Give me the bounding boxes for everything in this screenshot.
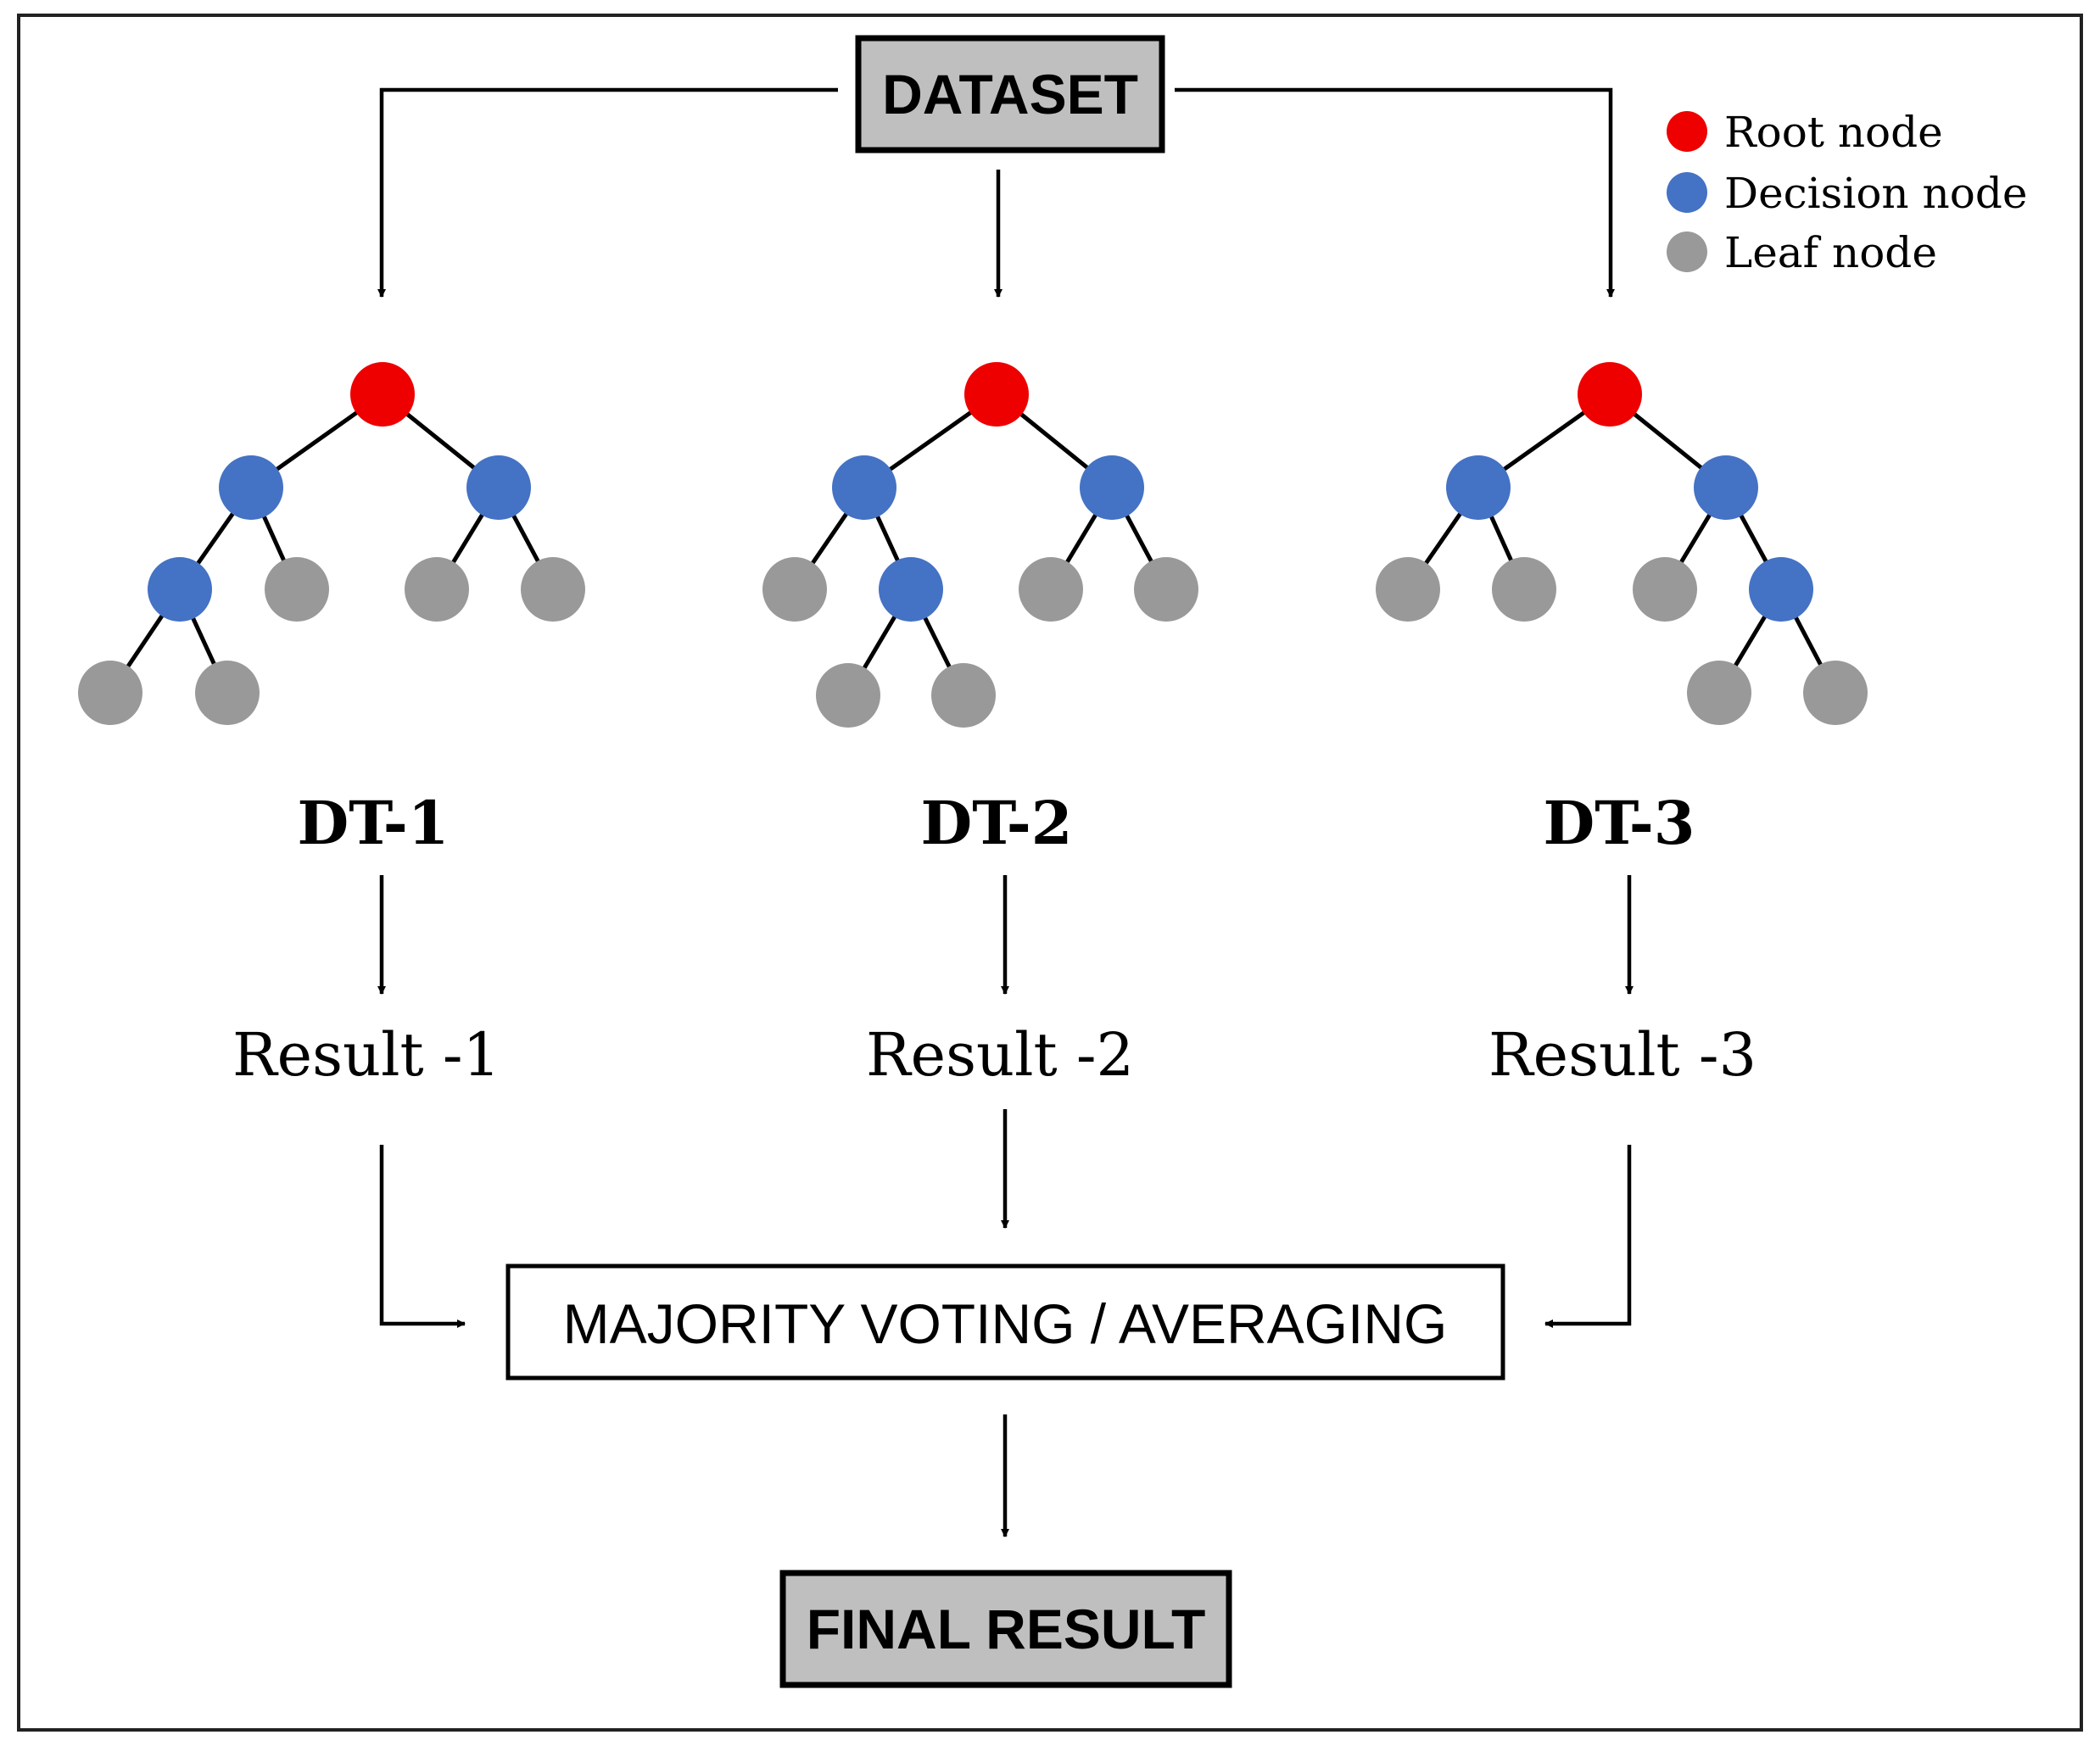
decision-node bbox=[832, 455, 896, 520]
leaf-node bbox=[1019, 557, 1083, 622]
final-result-label: FINAL RESULT bbox=[807, 1598, 1206, 1660]
leaf-node bbox=[931, 663, 996, 728]
result-3: Result -3 bbox=[1488, 1020, 1757, 1090]
legend-decision-item: Decision node bbox=[1667, 169, 2027, 218]
tree-result-arrows bbox=[377, 875, 1634, 995]
legend-leaf-swatch bbox=[1667, 231, 1707, 272]
root-node bbox=[350, 362, 415, 427]
legend-leaf-item: Leaf node bbox=[1667, 228, 1937, 277]
decision-node bbox=[1080, 455, 1144, 520]
leaf-node bbox=[1633, 557, 1697, 622]
tree-label-dt-3: DT-3 bbox=[1544, 788, 1695, 858]
decision-tree-2 bbox=[762, 362, 1198, 728]
root-node bbox=[1578, 362, 1642, 427]
dataset-connectors bbox=[377, 87, 1615, 298]
leaf-node bbox=[195, 661, 260, 725]
result-1: Result -1 bbox=[232, 1020, 500, 1090]
aggregation-label: MAJORITY VOTING / AVERAGING bbox=[563, 1292, 1448, 1355]
leaf-node bbox=[1803, 661, 1868, 725]
tree-edges bbox=[108, 392, 556, 694]
leaf-node bbox=[265, 557, 329, 622]
leaf-node bbox=[816, 663, 880, 728]
decision-node bbox=[219, 455, 283, 520]
decision-tree-3 bbox=[1376, 362, 1868, 725]
decision-tree-1 bbox=[78, 362, 585, 725]
leaf-node bbox=[405, 557, 469, 622]
legend-decision-swatch bbox=[1667, 172, 1707, 213]
leaf-node bbox=[1492, 557, 1556, 622]
leaf-node bbox=[78, 661, 142, 725]
legend-root-item: Root node bbox=[1667, 108, 1943, 157]
decision-node bbox=[1694, 455, 1758, 520]
decision-node bbox=[1749, 557, 1813, 622]
result-aggregation-arrows bbox=[379, 1109, 1632, 1328]
leaf-node bbox=[1687, 661, 1751, 725]
leaf-node bbox=[1134, 557, 1198, 622]
final-result-box: FINAL RESULT bbox=[779, 1570, 1232, 1688]
legend: Root node Decision node Leaf node bbox=[1667, 108, 2027, 277]
decision-node bbox=[879, 557, 943, 622]
tree-label-dt-1: DT-1 bbox=[298, 788, 450, 858]
aggregation-box: MAJORITY VOTING / AVERAGING bbox=[505, 1263, 1505, 1381]
decision-node bbox=[1446, 455, 1511, 520]
decision-node bbox=[148, 557, 212, 622]
tree-edges bbox=[1405, 392, 1838, 694]
leaf-node bbox=[1376, 557, 1440, 622]
decision-node bbox=[466, 455, 531, 520]
root-node bbox=[964, 362, 1029, 427]
legend-decision-label: Decision node bbox=[1724, 169, 2027, 218]
dataset-box: DATASET bbox=[855, 35, 1165, 153]
dataset-label: DATASET bbox=[882, 63, 1138, 126]
legend-root-swatch bbox=[1667, 111, 1707, 152]
leaf-node bbox=[762, 557, 827, 622]
tree-edges bbox=[792, 392, 1169, 697]
leaf-node bbox=[521, 557, 585, 622]
result-2: Result -2 bbox=[866, 1020, 1134, 1090]
legend-root-label: Root node bbox=[1724, 108, 1943, 157]
legend-leaf-label: Leaf node bbox=[1724, 228, 1937, 277]
tree-label-dt-2: DT-2 bbox=[921, 788, 1073, 858]
outer-frame bbox=[17, 14, 2083, 1732]
